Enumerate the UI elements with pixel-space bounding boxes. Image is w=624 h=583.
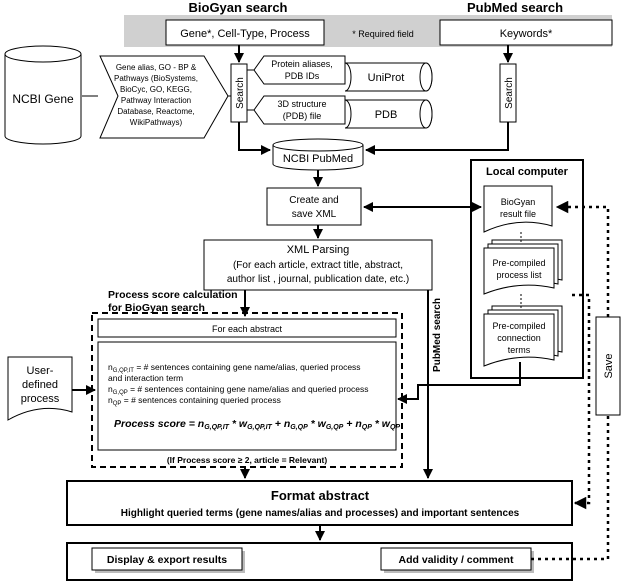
svg-text:BioGyan: BioGyan: [501, 197, 536, 207]
svg-text:process list: process list: [496, 270, 542, 280]
process-score-title: Process score calculation: [108, 289, 238, 301]
svg-text:Protein aliases,: Protein aliases,: [271, 59, 333, 69]
svg-text:save XML: save XML: [292, 209, 337, 220]
biogyan-search-header: BioGyan search: [189, 0, 288, 15]
ncbi-gene-database: NCBI Gene: [4, 45, 82, 145]
pubmed-search-label: Search: [504, 77, 515, 109]
svg-text:Display & export results: Display & export results: [107, 554, 227, 566]
svg-text:Create and: Create and: [289, 195, 338, 206]
process-score-calc-box: [97, 341, 397, 451]
svg-text:(For each article, extract tit: (For each article, extract title, abstra…: [233, 260, 403, 271]
pubmed-search-path-label: PubMed search: [432, 298, 443, 372]
biogyan-search-label: Search: [235, 77, 246, 109]
svg-text:Gene alias, GO - BP &: Gene alias, GO - BP &: [116, 63, 197, 72]
required-field-note: * Required field: [352, 29, 414, 39]
svg-text:PDB: PDB: [375, 109, 398, 121]
svg-text:NCBI PubMed: NCBI PubMed: [283, 153, 353, 165]
process-score-formula: Process score = nG,QP,IT * wG,QP,IT + nG…: [114, 418, 400, 431]
xml-parsing-box: [203, 239, 433, 291]
xml-parsing-title: XML Parsing: [287, 244, 350, 256]
svg-text:Database, Reactome,: Database, Reactome,: [117, 107, 194, 116]
pubmed-search-header: PubMed search: [467, 0, 563, 15]
create-save-xml-box: [266, 187, 362, 226]
svg-text:WikiPathways): WikiPathways): [130, 118, 183, 127]
keywords-input-field[interactable]: [439, 19, 613, 46]
svg-text:User-: User-: [27, 365, 54, 377]
definition-3: nQP = # sentences containing queried pro…: [108, 395, 281, 407]
relevance-rule: (If Process score ≥ 2, article = Relevan…: [167, 455, 328, 465]
user-defined-process[interactable]: User- defined process: [7, 356, 73, 421]
local-computer-title: Local computer: [486, 166, 569, 178]
uniprot-database: UniProt: [344, 62, 433, 92]
gene-input-label: Gene*, Cell-Type, Process: [180, 28, 310, 40]
svg-text:defined: defined: [22, 379, 58, 391]
svg-text:Add validity / comment: Add validity / comment: [399, 554, 514, 566]
svg-text:BioCyc, GO, KEGG,: BioCyc, GO, KEGG,: [120, 85, 192, 94]
definition-1: nG,QP,IT = # sentences containing gene n…: [108, 362, 361, 374]
format-abstract-subtitle: Highlight queried terms (gene names/alia…: [121, 508, 520, 519]
svg-text:UniProt: UniProt: [368, 72, 405, 84]
definition-2: nG,QP = # sentences containing gene name…: [108, 384, 369, 396]
pdb-database: PDB: [344, 99, 433, 129]
ncbi-pubmed-database: NCBI PubMed: [272, 138, 364, 171]
pdb-note: [253, 95, 346, 125]
keywords-input-label: Keywords*: [500, 28, 553, 40]
precompiled-process-list: Pre-compiled process list: [483, 239, 563, 295]
svg-text:for BioGyan search: for BioGyan search: [108, 302, 205, 314]
svg-text:connection: connection: [497, 333, 541, 343]
svg-text:terms: terms: [508, 345, 531, 355]
svg-text:For each abstract: For each abstract: [212, 324, 283, 334]
definition-1-cont: and interaction term: [108, 373, 183, 383]
uniprot-note: [253, 55, 346, 85]
for-each-abstract-box: [97, 318, 397, 338]
svg-text:Pathways (BioSystems,: Pathways (BioSystems,: [114, 74, 198, 83]
svg-text:author list , journal, publica: author list , journal, publication date,…: [227, 274, 409, 285]
svg-text:(PDB) file: (PDB) file: [283, 111, 322, 121]
save-label: Save: [603, 353, 615, 378]
svg-text:PDB IDs: PDB IDs: [285, 71, 320, 81]
biogyan-result-file[interactable]: BioGyan result file: [483, 185, 553, 233]
svg-text:Pre-compiled: Pre-compiled: [492, 321, 545, 331]
svg-text:result file: result file: [500, 209, 536, 219]
svg-text:Pre-compiled: Pre-compiled: [492, 258, 545, 268]
svg-text:Pathway Interaction: Pathway Interaction: [121, 96, 191, 105]
ncbi-gene-label: NCBI Gene: [12, 92, 74, 106]
format-abstract-box: [66, 480, 573, 526]
display-export-button[interactable]: [91, 547, 243, 571]
format-abstract-title: Format abstract: [271, 488, 370, 503]
precompiled-connection-terms: Pre-compiled connection terms: [483, 305, 563, 367]
gene-sources-callout: Gene alias, GO - BP & Pathways (BioSyste…: [99, 55, 229, 139]
svg-text:3D structure: 3D structure: [277, 99, 326, 109]
svg-text:process: process: [21, 393, 60, 405]
gene-input-field[interactable]: [165, 19, 325, 46]
